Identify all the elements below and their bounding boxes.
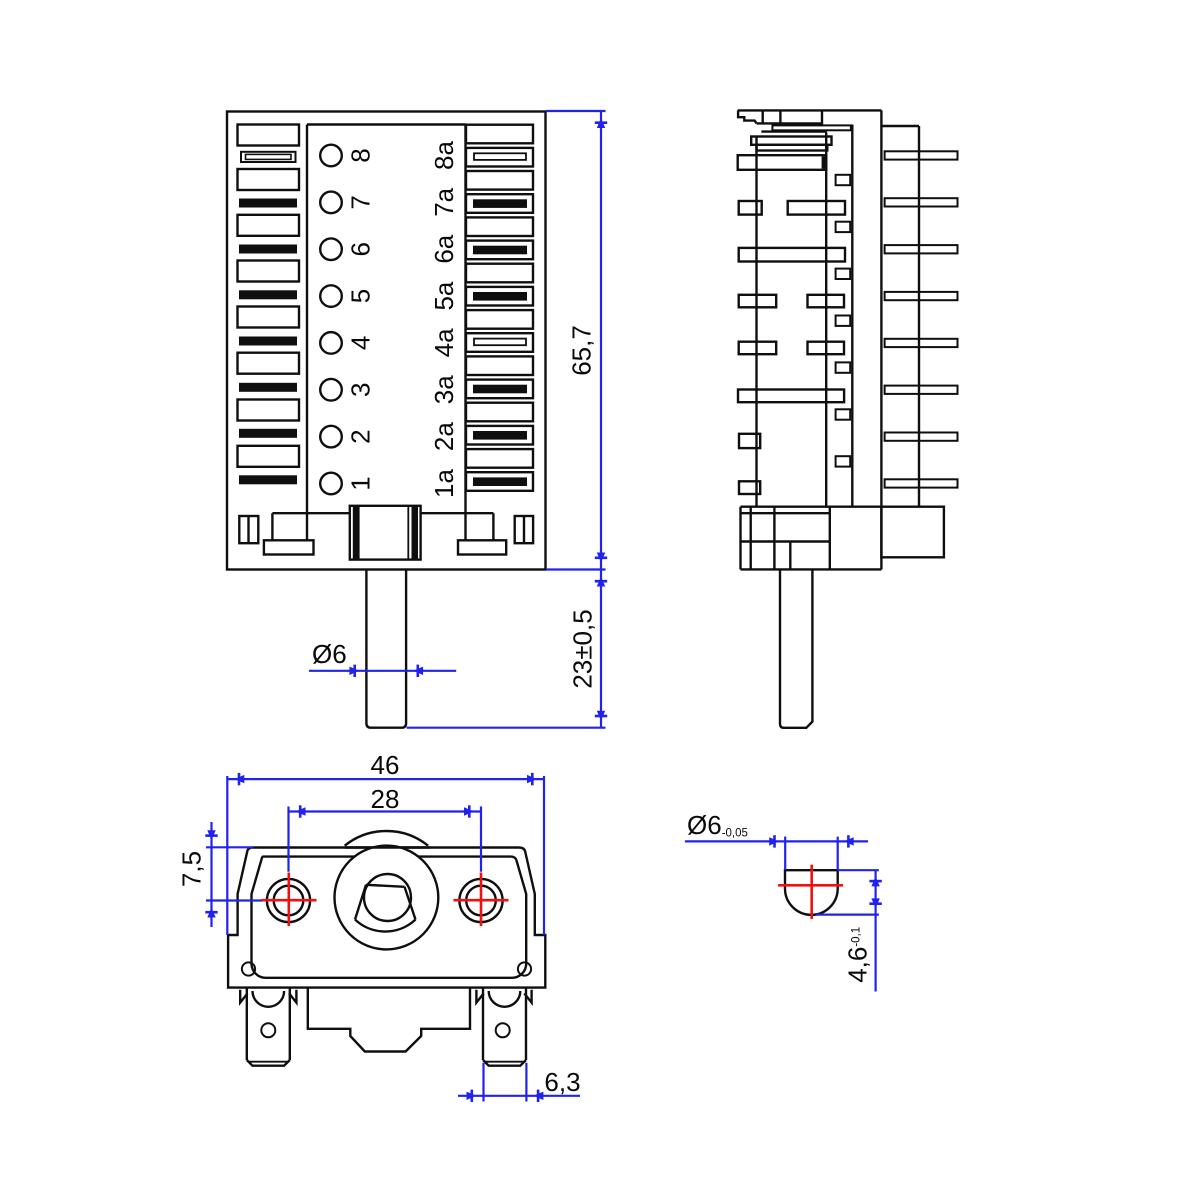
svg-text:5a: 5a bbox=[429, 281, 459, 310]
svg-text:65,7: 65,7 bbox=[567, 325, 597, 376]
svg-text:Ø6: Ø6 bbox=[312, 639, 347, 669]
svg-text:7: 7 bbox=[346, 195, 376, 209]
svg-text:8a: 8a bbox=[429, 141, 459, 170]
svg-text:46: 46 bbox=[371, 750, 400, 780]
svg-text:1: 1 bbox=[346, 476, 376, 490]
svg-text:6,3: 6,3 bbox=[544, 1067, 580, 1097]
svg-text:4a: 4a bbox=[429, 328, 459, 357]
svg-text:5: 5 bbox=[346, 289, 376, 303]
svg-text:2a: 2a bbox=[429, 422, 459, 451]
svg-text:1a: 1a bbox=[429, 468, 459, 497]
svg-text:6a: 6a bbox=[429, 234, 459, 263]
svg-text:7,5: 7,5 bbox=[177, 851, 207, 887]
svg-text:2: 2 bbox=[346, 429, 376, 443]
svg-text:6: 6 bbox=[346, 242, 376, 256]
svg-text:3: 3 bbox=[346, 383, 376, 397]
svg-text:7a: 7a bbox=[429, 187, 459, 216]
svg-text:8: 8 bbox=[346, 148, 376, 162]
svg-text:23±0,5: 23±0,5 bbox=[568, 609, 598, 688]
svg-text:28: 28 bbox=[371, 784, 400, 814]
svg-text:4: 4 bbox=[346, 336, 376, 350]
svg-text:3a: 3a bbox=[429, 375, 459, 404]
